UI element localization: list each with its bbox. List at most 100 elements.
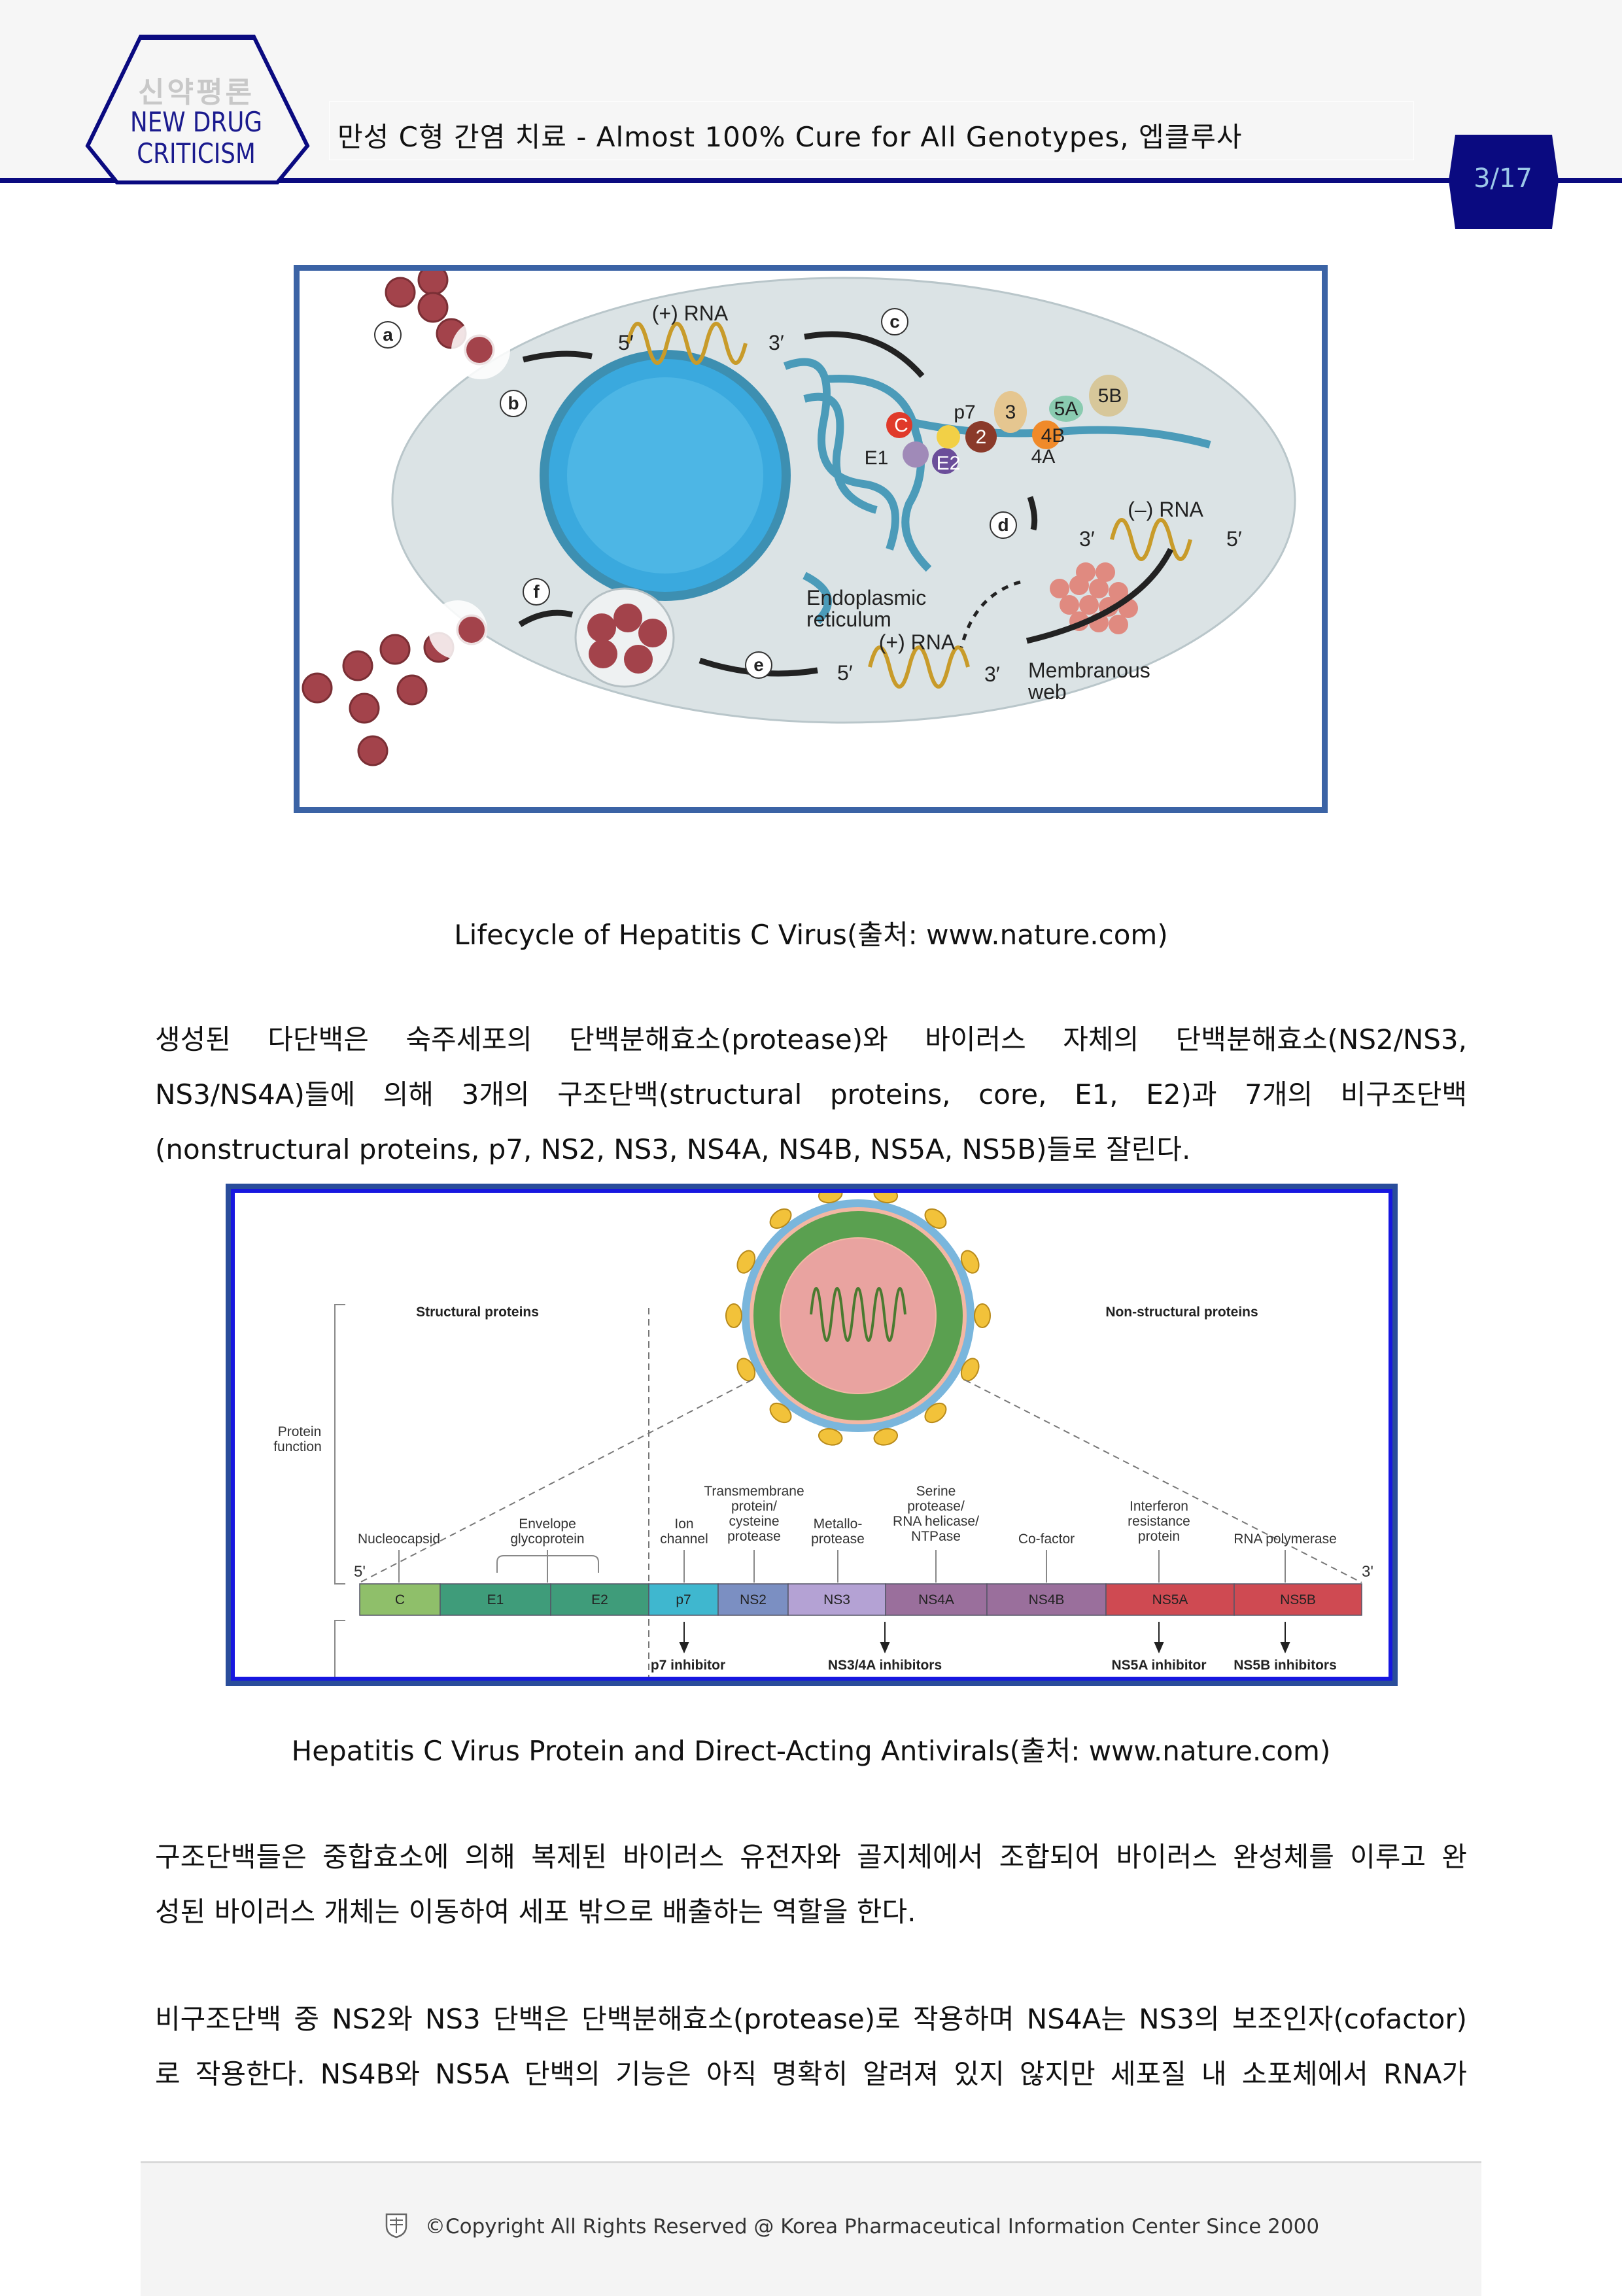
segment-label: E2: [591, 1592, 608, 1607]
function-metallo-2: protease: [811, 1532, 865, 1547]
paragraph-1-line-1: 생성된 다단백은 숙주세포의 단백분해효소(protease)와 바이러스 자체…: [155, 1023, 1467, 1055]
figure1-caption: Lifecycle of Hepatitis C Virus(출처: www.n…: [454, 919, 1168, 951]
step-e: e: [753, 655, 764, 675]
protein-function-label-1: Protein: [278, 1424, 322, 1439]
paragraph-3: 비구조단백 중 NS2와 NS3 단백은 단백분해효소(protease)로 작…: [155, 1992, 1467, 2102]
inhibitor-ns5a: NS5A inhibitor: [1111, 1658, 1206, 1673]
segment-ns2: [717, 1583, 789, 1616]
function-ion-1: Ion: [674, 1516, 693, 1532]
label-5A: 5A: [1054, 398, 1078, 420]
step-a: a: [383, 324, 393, 345]
envelope-spike: [769, 1208, 792, 1229]
label-5B: 5B: [1098, 385, 1122, 407]
label-3prime-top: 3′: [768, 331, 784, 354]
envelope-spike: [818, 1428, 843, 1446]
function-tm-2: protein/: [731, 1499, 777, 1514]
function-envelope-1: Envelope: [519, 1516, 576, 1532]
segment-label: C: [395, 1592, 405, 1607]
label-4B: 4B: [1041, 425, 1065, 447]
segment-e1: [440, 1583, 551, 1616]
envelope-spike: [924, 1208, 947, 1229]
function-nucleocapsid: Nucleocapsid: [358, 1532, 440, 1547]
segment-p7: [648, 1583, 719, 1616]
label-3: 3: [1005, 402, 1016, 423]
segment-ns5a: [1105, 1583, 1235, 1616]
inhibitor-ns5b: NS5B inhibitors: [1234, 1658, 1337, 1673]
envelope-spike: [924, 1402, 947, 1424]
five-prime-label: 5': [354, 1563, 366, 1581]
function-envelope-2: glycoprotein: [510, 1532, 584, 1547]
function-serine-1: Serine: [916, 1484, 956, 1499]
arrow-head: [679, 1642, 689, 1654]
function-ifn-3: protein: [1138, 1529, 1180, 1544]
function-ifn-2: resistance: [1128, 1514, 1190, 1529]
three-prime-label: 3': [1362, 1563, 1373, 1581]
envelope-spike: [873, 1193, 899, 1204]
arrow-head: [1280, 1642, 1290, 1654]
function-ion-2: channel: [660, 1532, 708, 1547]
function-rna-polymerase: RNA polymerase: [1234, 1532, 1337, 1547]
label-plus-rna-top: (+) RNA: [652, 301, 729, 325]
segment-e2: [550, 1583, 649, 1616]
paragraph-1: 생성된 다단백은 숙주세포의 단백분해효소(protease)와 바이러스 자체…: [155, 1012, 1467, 1177]
envelope-spike: [873, 1428, 899, 1446]
ns-protein-cluster: [886, 375, 1128, 474]
label-E2: E2: [937, 453, 961, 474]
logo-line1: NEW DRUG: [129, 106, 263, 138]
envelope-spike: [960, 1250, 980, 1274]
logo-korean: 신약평론: [138, 76, 254, 109]
inhibitor-p7: p7 inhibitor: [651, 1658, 725, 1673]
segment-label: NS4A: [918, 1592, 954, 1607]
label-3prime-mid: 3′: [1079, 527, 1095, 551]
function-serine-2: protease/: [907, 1499, 965, 1514]
step-d: d: [997, 515, 1009, 535]
arrow-head: [880, 1642, 890, 1654]
label-E1: E1: [865, 447, 889, 469]
structural-proteins-title: Structural proteins: [416, 1305, 539, 1320]
segment-c: [359, 1583, 441, 1616]
step-f: f: [533, 581, 540, 602]
inhibitor-ns3-4a: NS3/4A inhibitors: [828, 1658, 942, 1673]
label-C: C: [894, 415, 908, 436]
segment-label: E1: [487, 1592, 504, 1607]
segment-label: p7: [676, 1592, 691, 1607]
envelope-spike: [818, 1193, 843, 1204]
function-tm-3: cysteine: [729, 1514, 779, 1529]
logo-line2: CRITICISM: [137, 137, 256, 169]
paragraph-2-line-1: 구조단백들은 중합효소에 의해 복제된 바이러스 유전자와 골지체에서 조합되어…: [155, 1841, 1467, 1873]
label-er-1: Endoplasmic: [806, 586, 926, 609]
label-er-2: reticulum: [806, 608, 891, 631]
segment-ns5b: [1234, 1583, 1362, 1616]
segment-label: NS2: [740, 1592, 767, 1607]
step-b: b: [508, 393, 519, 413]
segment-label: NS5B: [1280, 1592, 1316, 1607]
envelope-spike: [974, 1303, 991, 1328]
label-4A: 4A: [1031, 446, 1056, 468]
header-rule: [0, 178, 1622, 183]
nonstructural-proteins-title: Non-structural proteins: [1105, 1305, 1258, 1320]
label-web-1: Membranous: [1028, 659, 1150, 682]
label-2: 2: [976, 426, 987, 448]
copyright-text: ©Copyright All Rights Reserved @ Korea P…: [425, 2215, 1320, 2238]
label-5prime-mid: 5′: [1226, 527, 1242, 551]
paragraph-1-line-3: (nonstructural proteins, p7, NS2, NS3, N…: [155, 1133, 1191, 1165]
kpic-emblem-icon: [385, 2213, 407, 2238]
paragraph-1-line-2: NS3/NS4A)들에 의해 3개의 구조단백(structural prote…: [155, 1078, 1467, 1110]
segment-label: NS4B: [1029, 1592, 1065, 1607]
title-box: [329, 101, 1414, 160]
envelope-spike: [736, 1250, 756, 1274]
label-5prime-top: 5′: [618, 331, 634, 354]
envelope-spike: [769, 1402, 792, 1424]
footer: [141, 2161, 1481, 2296]
label-3prime-bottom: 3′: [984, 662, 1000, 686]
page-badge: [1449, 135, 1559, 229]
function-serine-3: RNA helicase/: [893, 1514, 979, 1529]
paragraph-3-line-2: 로 작용한다. NS4B와 NS5A 단백의 기능은 아직 명확히 알려져 있지…: [155, 2058, 1467, 2090]
paragraph-2: 구조단백들은 중합효소에 의해 복제된 바이러스 유전자와 골지체에서 조합되어…: [155, 1830, 1467, 1940]
function-tm-4: protease: [727, 1529, 781, 1544]
function-tm-1: Transmembrane: [704, 1484, 804, 1499]
segment-label: NS5A: [1152, 1592, 1188, 1607]
page-number: 3/17: [1474, 163, 1532, 194]
function-metallo-1: Metallo-: [814, 1516, 863, 1532]
